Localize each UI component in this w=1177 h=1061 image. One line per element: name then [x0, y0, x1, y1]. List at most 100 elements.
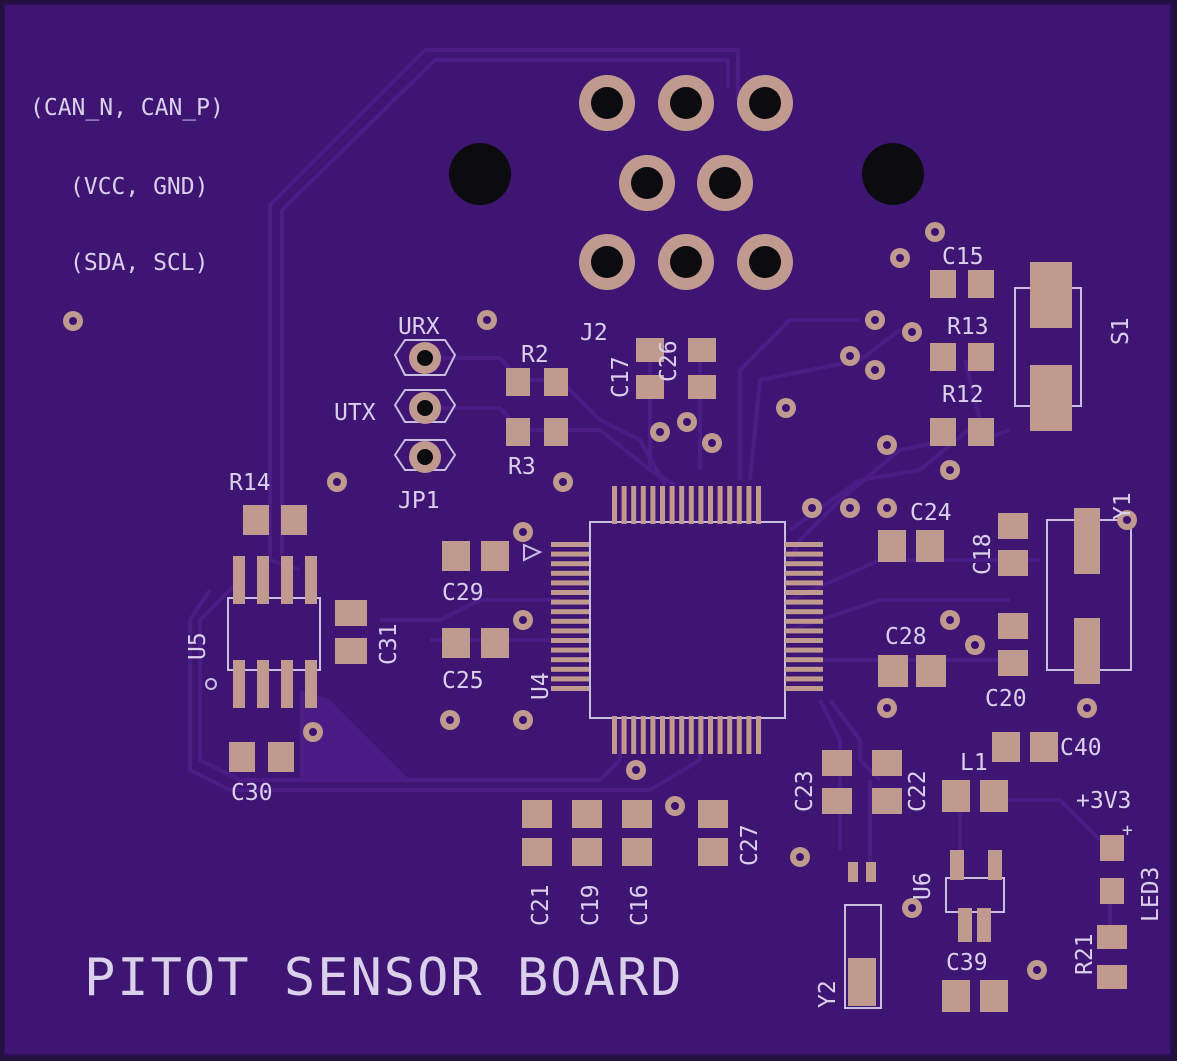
qfp-lead: [551, 666, 589, 672]
r13-label: R13: [947, 314, 989, 340]
c31-label: C31: [376, 623, 402, 665]
qfp-lead: [736, 716, 742, 754]
copper-pour: [300, 690, 410, 780]
qfp-lead: [660, 486, 665, 524]
qfp-lead: [551, 580, 589, 586]
qfp-lead: [688, 486, 694, 524]
rail-label: +3V3: [1076, 788, 1131, 814]
qfp-lead: [785, 580, 823, 586]
c20-label: C20: [985, 686, 1027, 712]
qfp-lead: [669, 716, 675, 754]
qfp-lead: [688, 716, 694, 754]
qfp-lead: [708, 486, 713, 524]
qfp-lead: [551, 647, 589, 653]
qfp-lead: [650, 486, 656, 524]
y2-label: Y2: [815, 980, 841, 1008]
c15-label: C15: [942, 244, 984, 270]
l1-label: L1: [960, 750, 988, 776]
qfp-lead: [551, 599, 589, 605]
copper-traces: [188, 48, 1112, 940]
c17-label: C17: [608, 356, 634, 398]
jp1-pads: [409, 342, 441, 473]
qfp-lead: [621, 716, 627, 754]
qfp-lead: [660, 716, 665, 754]
qfp-lead: [785, 638, 823, 643]
qfp-lead: [785, 666, 823, 672]
qfp-lead: [551, 542, 589, 547]
vias: [63, 222, 1137, 980]
r3-label: R3: [508, 454, 536, 480]
qfp-lead: [621, 486, 627, 524]
c16-label: C16: [627, 884, 653, 926]
qfp-lead: [551, 551, 589, 557]
c19-label: C19: [578, 884, 604, 926]
qfp-lead: [785, 570, 823, 576]
qfp-lead: [679, 486, 685, 524]
c22-label: C22: [905, 770, 931, 812]
can-note: (CAN_N, CAN_P): [30, 95, 224, 121]
qfp-lead: [551, 638, 589, 643]
uart-tx-label: UTX: [334, 400, 376, 426]
qfp-lead: [631, 486, 637, 524]
qfp-lead: [551, 657, 589, 663]
c39-label: C39: [946, 950, 988, 976]
c21-label: C21: [528, 884, 554, 926]
jumper-label: JP1: [398, 488, 440, 514]
qfp-lead: [698, 486, 704, 524]
qfp-lead: [612, 486, 617, 524]
qfp-lead: [640, 716, 646, 754]
qfp-lead: [650, 716, 656, 754]
c30-label: C30: [231, 780, 273, 806]
qfp-lead: [756, 486, 761, 524]
qfp-lead: [727, 486, 733, 524]
c24-label: C24: [910, 500, 952, 526]
c27-label: C27: [737, 824, 763, 866]
smd-pads: [229, 262, 1127, 1012]
qfp-lead: [746, 716, 752, 754]
qfp-lead: [551, 628, 589, 634]
board-title: PITOT SENSOR BOARD: [84, 948, 684, 1008]
qfp-lead: [717, 716, 723, 754]
r12-label: R12: [942, 382, 984, 408]
qfp-lead: [551, 676, 589, 682]
qfp-lead: [785, 590, 823, 595]
board-substrate: [3, 3, 1172, 1056]
r14-label: R14: [229, 470, 271, 496]
qfp-lead: [717, 486, 723, 524]
qfp-lead: [785, 657, 823, 663]
qfp-lead: [698, 716, 704, 754]
c25-label: C25: [442, 668, 484, 694]
qfp-lead: [612, 716, 617, 754]
c28-label: C28: [885, 624, 927, 650]
qfp-lead: [631, 716, 637, 754]
qfp-lead: [785, 686, 823, 691]
qfp-lead: [785, 647, 823, 653]
qfp-lead: [756, 716, 761, 754]
r2-label: R2: [521, 342, 549, 368]
qfp-lead: [746, 486, 752, 524]
qfp-lead: [551, 609, 589, 615]
qfp-lead: [640, 486, 646, 524]
qfp-lead: [727, 716, 733, 754]
i2c-note: (SDA, SCL): [70, 250, 208, 276]
jp1-outline: [393, 339, 457, 471]
connector-ref-label: J2: [580, 320, 608, 346]
connector-j2: [449, 75, 924, 290]
qfp-lead: [551, 561, 589, 567]
uart-rx-label: URX: [398, 314, 440, 340]
s1-label: S1: [1108, 317, 1134, 345]
power-note: (VCC, GND): [70, 174, 208, 200]
r21-label: R21: [1072, 933, 1098, 975]
c40-label: C40: [1060, 735, 1102, 761]
qfp-lead: [551, 618, 589, 624]
qfp-lead: [785, 561, 823, 567]
qfp-lead: [551, 686, 589, 691]
qfp-lead: [736, 486, 742, 524]
c23-label: C23: [792, 770, 818, 812]
u6-label: U6: [910, 872, 936, 900]
qfp-lead: [785, 542, 823, 547]
y1-label: Y1: [1110, 492, 1136, 520]
qfp-lead: [785, 628, 823, 634]
mcu-ref-label: U4: [528, 672, 554, 700]
